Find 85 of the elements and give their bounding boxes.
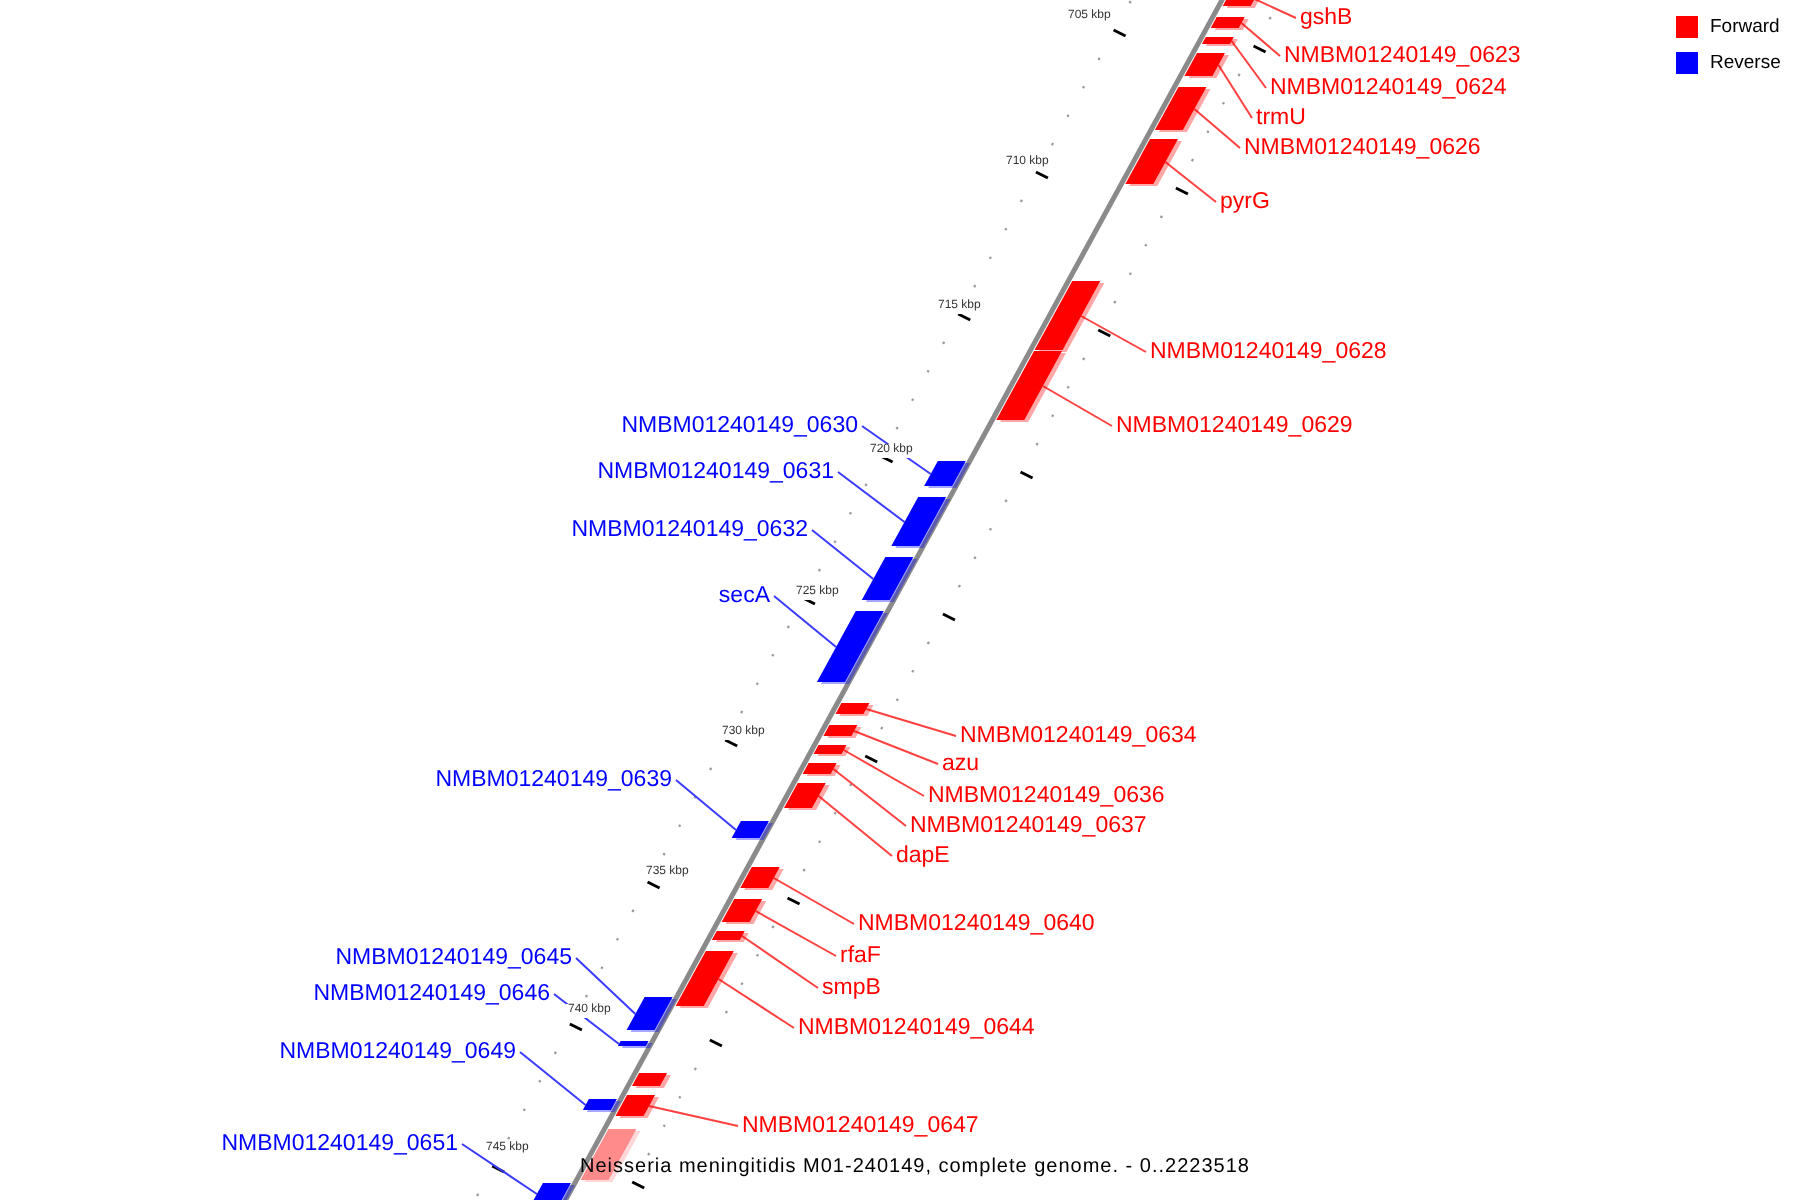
leader-line	[1230, 40, 1267, 89]
gene-block	[626, 997, 677, 1032]
caption: Neisseria meningitidis M01-240149, complete genome. - 0..2223518	[580, 1154, 1250, 1182]
gene-block	[813, 745, 851, 756]
leader-line	[1041, 385, 1113, 427]
gene-label: NMBM01240149_0623	[1284, 40, 1521, 72]
leader-line	[461, 1143, 538, 1195]
leader-line	[717, 978, 795, 1029]
leader-line	[865, 708, 957, 737]
gene-label: NMBM01240149_0645	[335, 942, 572, 974]
gene-label: NMBM01240149_0628	[1150, 336, 1387, 368]
gene-block	[816, 611, 888, 684]
gene-block	[861, 557, 918, 602]
gene-block	[675, 951, 738, 1008]
gene-label: NMBM01240149_0626	[1244, 132, 1481, 164]
gene-block	[891, 497, 951, 548]
gene-label: NMBM01240149_0624	[1270, 72, 1507, 104]
leader-line	[837, 471, 906, 523]
gene-label: NMBM01240149_0634	[960, 720, 1197, 752]
gene-block	[582, 1099, 621, 1112]
leader-line	[861, 425, 932, 475]
legend-label: Reverse	[1710, 52, 1781, 74]
gene-block	[1201, 37, 1238, 46]
gene-label: NMBM01240149_0637	[910, 810, 1147, 842]
leader-line	[817, 795, 893, 857]
gene-label: dapE	[896, 840, 950, 872]
gene-label: secA	[718, 580, 770, 612]
gene-block	[1034, 281, 1105, 352]
leader-line	[773, 595, 838, 648]
gene-block	[631, 1073, 672, 1088]
leader-line	[519, 1051, 587, 1106]
leader-line	[1164, 161, 1217, 203]
legend-label: Forward	[1710, 16, 1780, 38]
gene-label: NMBM01240149_0636	[928, 780, 1165, 812]
gene-block	[1154, 87, 1211, 132]
gene-label: NMBM01240149_0649	[279, 1036, 516, 1068]
gene-block	[740, 867, 784, 890]
leader-line	[754, 910, 837, 957]
gene-block	[731, 821, 773, 840]
leader-line	[853, 730, 939, 765]
leader-line	[811, 529, 875, 580]
gene-label: NMBM01240149_0647	[742, 1110, 979, 1142]
gene-block	[531, 1183, 575, 1200]
leader-line	[1240, 22, 1281, 57]
gene-block	[1125, 139, 1182, 186]
leader-line	[1193, 108, 1241, 149]
leader-line	[648, 1105, 739, 1127]
leader-line	[1080, 315, 1147, 353]
gene-label: NMBM01240149_0629	[1116, 410, 1353, 442]
gene-block	[711, 931, 749, 942]
gene-block	[617, 1041, 653, 1048]
gene-block	[924, 461, 970, 488]
gene-block	[823, 725, 862, 738]
gene-label: NMBM01240149_0632	[571, 514, 808, 546]
leader-line	[675, 779, 737, 831]
leader-line	[772, 877, 855, 925]
gene-block	[615, 1095, 660, 1118]
gene-label: gshB	[1300, 2, 1353, 34]
gene-block	[1184, 53, 1229, 78]
gene-label: NMBM01240149_0644	[798, 1012, 1035, 1044]
leader-line	[832, 768, 907, 827]
gene-block	[1210, 17, 1249, 30]
gene-label: NMBM01240149_0630	[621, 410, 858, 442]
gene-label: NMBM01240149_0651	[221, 1128, 458, 1160]
leader-line	[842, 749, 925, 797]
gene-label: NMBM01240149_0639	[435, 764, 672, 796]
gene-label: trmU	[1256, 102, 1306, 134]
gene-label: azu	[942, 748, 980, 780]
leader-line	[741, 935, 819, 989]
leader-line	[553, 993, 620, 1045]
gene-label: NMBM01240149_0640	[858, 908, 1095, 940]
gene-block	[721, 899, 767, 924]
gene-label: rfaF	[840, 940, 881, 972]
gene-block	[835, 703, 874, 716]
gene-label: pyrG	[1220, 186, 1270, 218]
gene-label: NMBM01240149_0646	[313, 978, 550, 1010]
gene-block	[802, 763, 841, 776]
leader-line	[1253, 0, 1297, 19]
gene-block	[784, 783, 830, 810]
gene-block	[1222, 0, 1263, 8]
gene-block	[996, 351, 1066, 422]
leader-line	[1217, 64, 1253, 119]
gene-label: smpB	[822, 972, 881, 1004]
leader-line	[575, 957, 637, 1015]
gene-label: NMBM01240149_0631	[597, 456, 834, 488]
